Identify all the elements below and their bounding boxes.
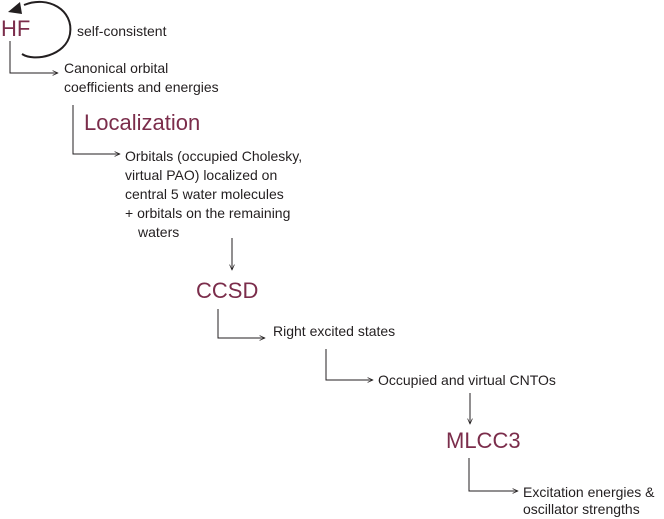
step-ccsd: CCSD [196, 278, 259, 303]
step-mlcc3: MLCC3 [446, 428, 521, 453]
step-localization: Localization [84, 110, 201, 135]
label-cntos: Occupied and virtual CNTOs [378, 372, 556, 388]
connector-hf-canonical [9, 41, 58, 73]
connector-ccsd-right [217, 309, 265, 338]
label-excitation-line1: Excitation energies & [523, 484, 655, 500]
label-orbitals-line1: Orbitals (occupied Cholesky, [125, 148, 303, 164]
self-consistent-loop [21, 0, 72, 59]
label-orbitals-line5: waters [138, 224, 180, 240]
label-right-excited-states: Right excited states [273, 323, 396, 339]
connector-mlcc3-excitation [468, 458, 518, 491]
connector-right-cntos [325, 349, 373, 380]
connector-localization-orbitals [72, 105, 120, 154]
label-orbitals-line2: virtual PAO) localized on [125, 167, 278, 183]
label-canonical-line1: Canonical orbital [64, 60, 169, 76]
loop-arrowhead [8, 2, 22, 14]
label-excitation-line2: oscillator strengths [523, 501, 640, 517]
label-self-consistent: self-consistent [77, 23, 167, 39]
label-orbitals-line3: central 5 water molecules [125, 186, 284, 202]
label-orbitals-line4: + orbitals on the remaining [125, 205, 291, 221]
step-hf: HF [1, 16, 31, 41]
label-canonical-line2: coefficients and energies [64, 79, 219, 95]
